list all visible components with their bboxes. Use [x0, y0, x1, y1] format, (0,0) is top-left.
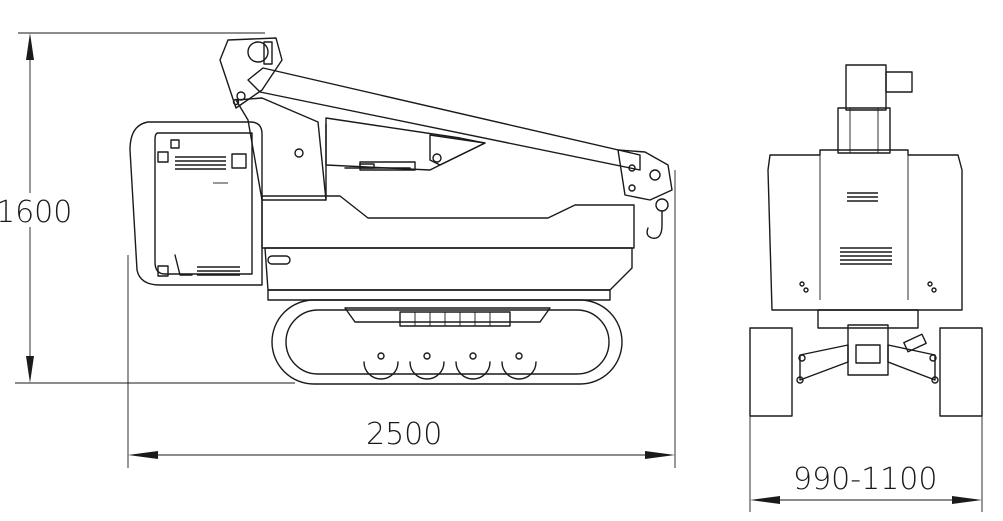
mast-column — [235, 97, 327, 201]
wheel-hub — [377, 352, 385, 360]
crawler-track — [271, 299, 623, 385]
arm-pin — [798, 354, 806, 362]
vent-grille-bottom — [197, 266, 240, 276]
arm-pin — [929, 354, 937, 362]
front-mast — [837, 64, 913, 154]
body-bolt — [799, 281, 805, 287]
head-pin — [236, 91, 246, 101]
hub-plate — [855, 344, 881, 364]
tip-plate — [617, 149, 673, 201]
road-wheel — [501, 361, 537, 380]
length-arrow-left — [128, 451, 158, 459]
boom-top-section — [247, 67, 641, 171]
head-bolt — [232, 98, 240, 106]
body-outline — [767, 149, 963, 311]
width-label: 990-1100 — [793, 462, 937, 497]
crane-boom — [247, 67, 641, 171]
front-body — [767, 149, 963, 311]
body-bolt — [927, 281, 933, 287]
sheave-axle — [263, 41, 273, 65]
right-arm — [887, 344, 936, 381]
base-plate — [267, 289, 611, 301]
upper-body — [261, 195, 635, 249]
mast-body — [235, 97, 327, 201]
height-arrow-top — [26, 33, 34, 60]
upper-body-shell — [261, 195, 635, 249]
chassis-block — [817, 309, 919, 329]
body-bolt — [803, 287, 809, 293]
track-inner — [285, 309, 610, 375]
tip-pin — [628, 184, 636, 192]
wheel-hub — [469, 352, 477, 360]
wheel-hub — [423, 352, 431, 360]
body-bolt — [931, 287, 937, 293]
length-arrow-right — [645, 451, 675, 459]
length-dimension: 2500 — [127, 170, 676, 468]
tip-sheave — [649, 169, 661, 181]
housing-latch-top — [157, 151, 169, 163]
base-skirt — [264, 247, 633, 291]
width-arrow-right — [952, 496, 982, 504]
arm-cylinder — [903, 333, 927, 353]
boom-tip — [617, 149, 673, 212]
road-wheels — [363, 352, 537, 380]
front-grille-top — [847, 192, 878, 202]
front-view: 990-1100 — [749, 64, 983, 512]
height-label-bg — [0, 193, 44, 227]
engine-housing — [129, 121, 263, 286]
height-arrow-bottom — [26, 356, 34, 383]
filler-cap — [231, 153, 247, 169]
sheave-wheel — [247, 41, 269, 63]
housing-outer — [129, 121, 263, 286]
width-arrow-left — [750, 496, 780, 504]
side-view — [129, 37, 673, 385]
length-label: 2500 — [366, 417, 442, 452]
boom-bracket — [429, 134, 486, 166]
front-undercarriage — [796, 309, 939, 384]
arm-pin — [796, 376, 804, 384]
height-dimension: 1600 — [0, 32, 295, 384]
left-track — [749, 327, 793, 417]
mast-side-block — [885, 71, 913, 93]
housing-tab — [170, 139, 180, 149]
right-track — [939, 327, 983, 417]
base-body — [264, 247, 633, 301]
center-hub — [847, 324, 889, 376]
housing-inner-panel — [154, 132, 253, 275]
crane-hook — [646, 210, 663, 239]
front-grille-bottom — [840, 247, 892, 265]
road-wheel — [363, 361, 399, 380]
head-plate — [219, 37, 283, 109]
left-arm — [799, 344, 849, 381]
hook-block — [655, 198, 669, 212]
vent-grille-top — [175, 156, 226, 170]
mast-lower-block — [837, 107, 891, 154]
tip-pin — [628, 164, 636, 172]
hook-curve — [646, 210, 663, 239]
bracket-pin — [432, 153, 442, 163]
height-label: 1600 — [0, 195, 72, 230]
road-wheel — [409, 361, 445, 380]
vent-deflector — [174, 254, 193, 276]
motor-housing — [399, 311, 511, 327]
mast-top-block — [845, 64, 887, 111]
track-motor-block — [399, 311, 511, 327]
road-wheel — [455, 361, 491, 380]
wheel-hub — [515, 352, 523, 360]
boom-head — [219, 37, 283, 109]
housing-latch-bottom — [157, 265, 169, 277]
mast-pivot — [294, 148, 304, 158]
handle-slot — [267, 255, 291, 265]
arm-pin — [931, 376, 939, 384]
width-dimension: 990-1100 — [749, 416, 983, 512]
track-frame — [344, 307, 551, 323]
